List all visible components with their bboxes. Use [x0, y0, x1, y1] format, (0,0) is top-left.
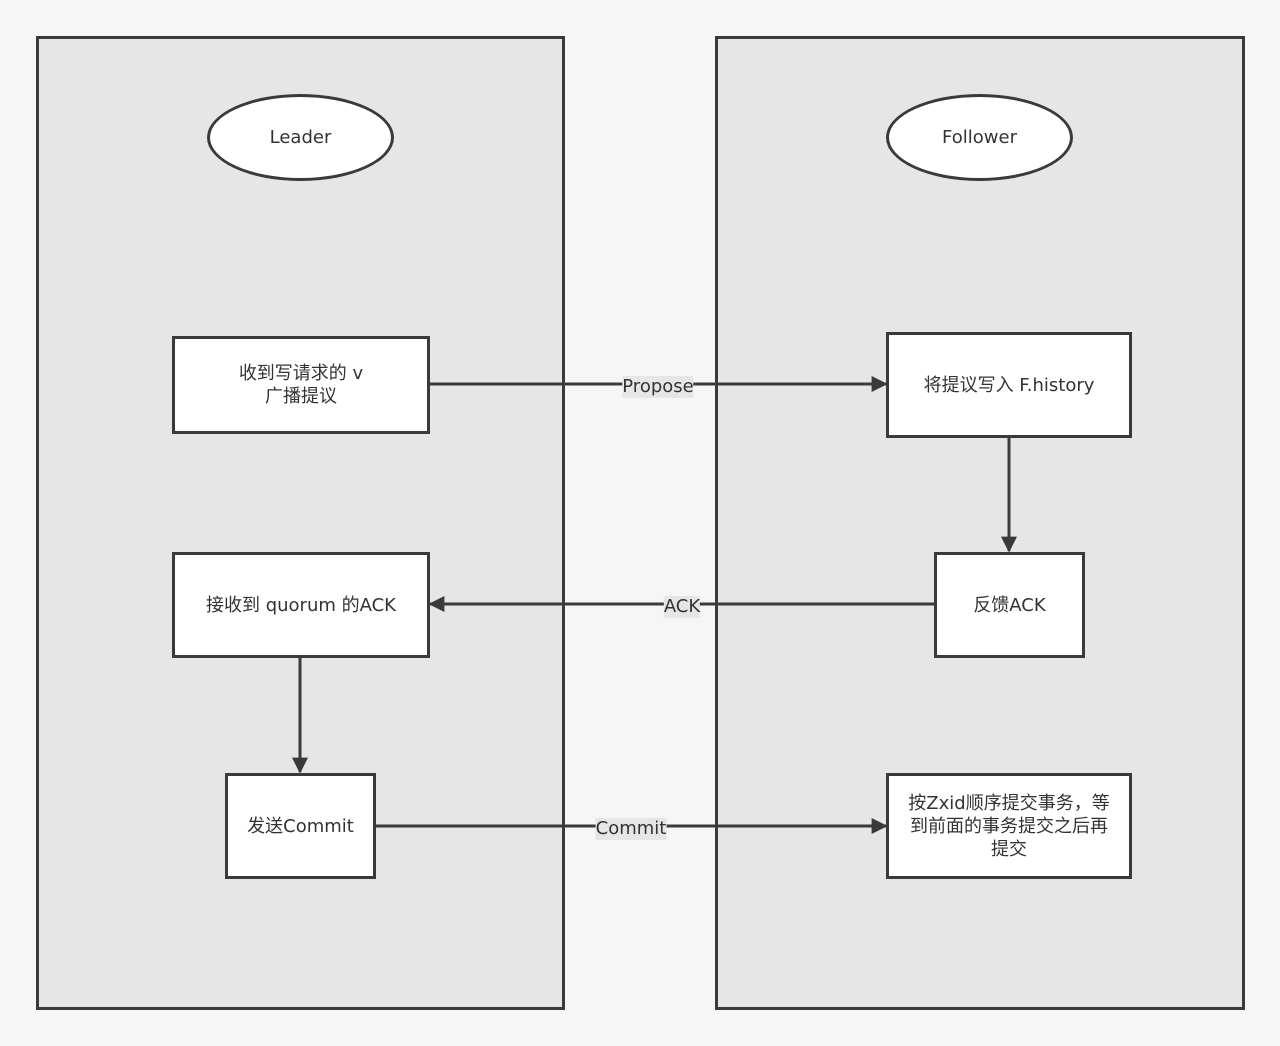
commit-label: Commit [595, 818, 667, 840]
leader-title: Leader [269, 127, 332, 148]
commit-by-zxid-line3: 提交 [991, 838, 1027, 860]
commit-by-zxid-node: 按Zxid顺序提交事务，等 到前面的事务提交之后再 提交 [886, 773, 1132, 879]
send-commit-label: 发送Commit [247, 815, 354, 837]
write-history-node: 将提议写入 F.history [886, 332, 1132, 438]
commit-by-zxid-line1: 按Zxid顺序提交事务，等 [908, 792, 1110, 814]
follower-title: Follower [942, 127, 1017, 148]
follower-ellipse: Follower [886, 94, 1073, 181]
write-history-label: 将提议写入 F.history [923, 374, 1095, 396]
send-commit-node: 发送Commit [225, 773, 376, 879]
receive-quorum-ack-node: 接收到 quorum 的ACK [172, 552, 430, 658]
propose-label: Propose [622, 376, 694, 398]
feedback-ack-node: 反馈ACK [934, 552, 1085, 658]
receive-request-node: 收到写请求的 v 广播提议 [172, 336, 430, 434]
receive-request-line2: 广播提议 [265, 386, 337, 407]
leader-ellipse: Leader [207, 94, 394, 181]
receive-quorum-ack-label: 接收到 quorum 的ACK [205, 594, 396, 616]
commit-by-zxid-line2: 到前面的事务提交之后再 [910, 815, 1108, 837]
feedback-ack-label: 反馈ACK [973, 594, 1046, 616]
ack-label: ACK [663, 596, 701, 618]
receive-request-line1: 收到写请求的 v [238, 363, 364, 384]
